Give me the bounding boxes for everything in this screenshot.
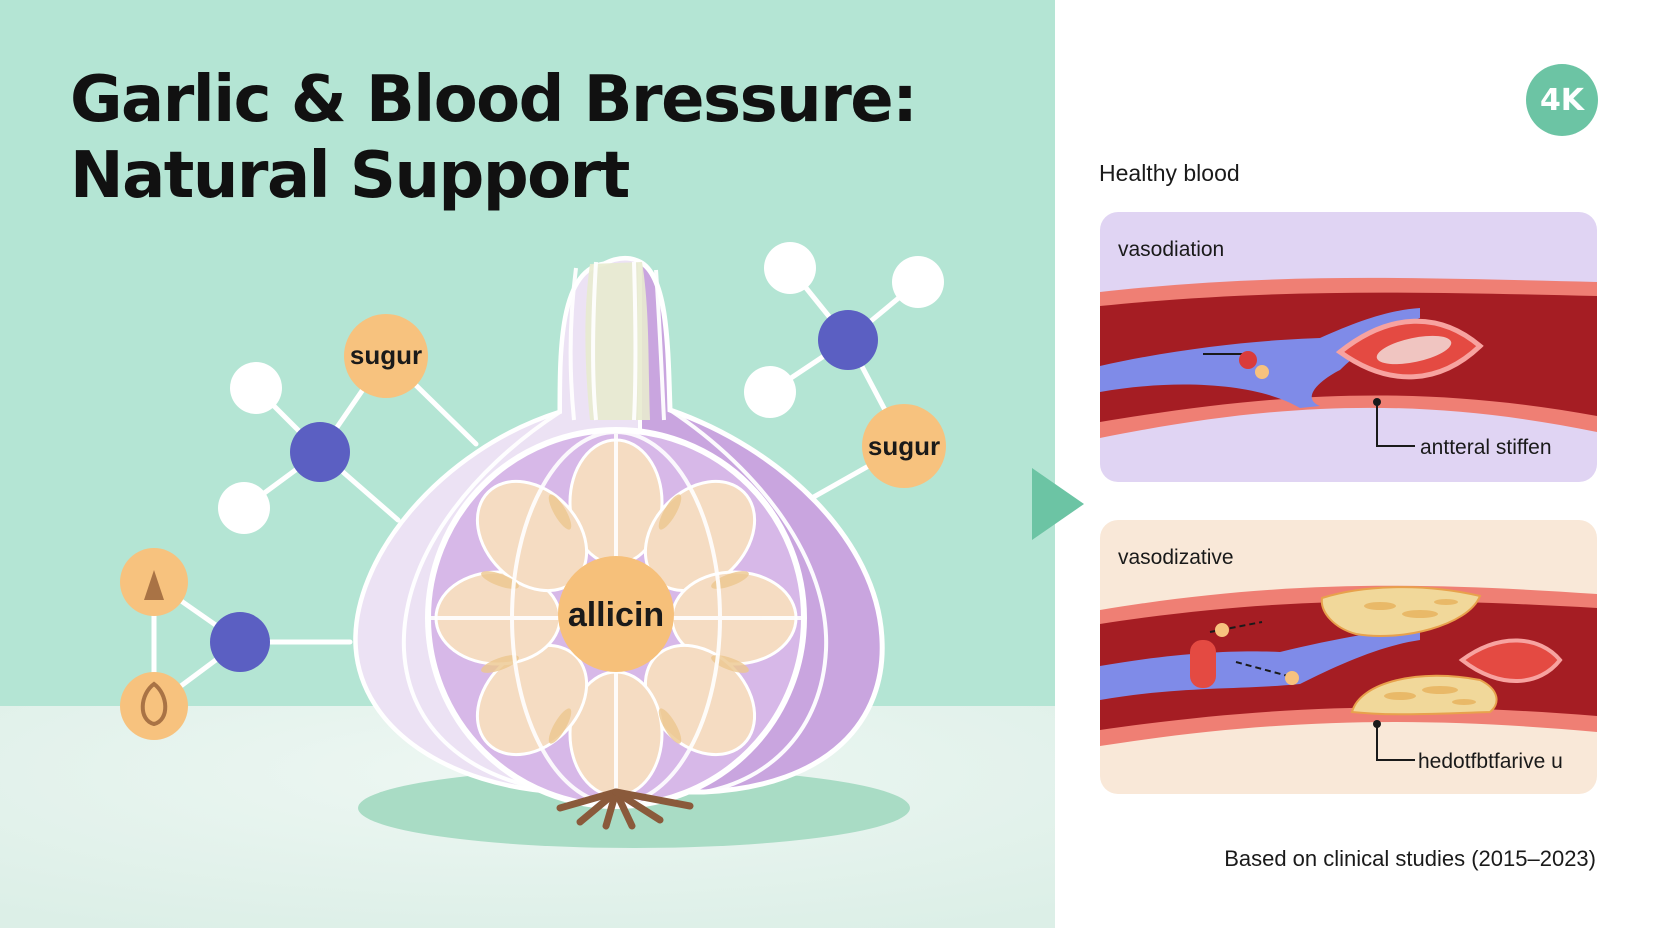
vessel-panel-1 bbox=[1100, 212, 1597, 482]
garlic-roots bbox=[556, 788, 694, 830]
allicin-label: allicin bbox=[568, 596, 664, 634]
sugar-label-2: sugur bbox=[868, 431, 940, 461]
panel-2-callout: hedotfbtfarive u bbox=[1418, 750, 1563, 773]
title-line-1: Garlic & Blood Bressure: bbox=[70, 63, 918, 137]
sugar-label-1: sugur bbox=[350, 340, 422, 370]
panel-1-heading: vasodiation bbox=[1118, 238, 1224, 261]
title-line-2: Natural Support bbox=[70, 139, 630, 213]
footnote: Based on clinical studies (2015–2023) bbox=[1224, 846, 1596, 871]
panel-2-heading: vasodizative bbox=[1118, 546, 1234, 569]
panel-section-title: Healthy blood bbox=[1099, 160, 1240, 186]
panel-1-callout: antteral stiffen bbox=[1420, 436, 1552, 459]
flow-arrow-icon bbox=[1032, 468, 1084, 540]
vessel-panel-2 bbox=[1100, 520, 1597, 794]
resolution-badge: 4K bbox=[1526, 64, 1598, 136]
molecule-atoms bbox=[120, 242, 946, 740]
page-title: Garlic & Blood Bressure: Natural Support bbox=[70, 62, 918, 214]
garlic-cross-section bbox=[425, 427, 807, 809]
allicin-circle bbox=[558, 556, 674, 672]
